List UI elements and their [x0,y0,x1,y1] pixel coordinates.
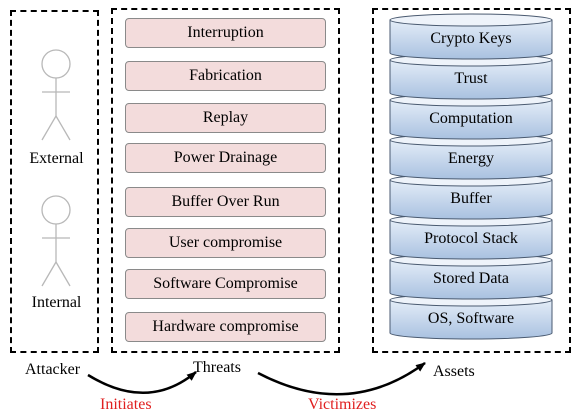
victimizes-arrow [257,361,426,396]
threat-fabrication: Fabrication [125,61,326,91]
asset-label: Computation [429,110,513,127]
initiates-arrow [87,371,197,394]
attacker-panel: External Internal [10,10,99,353]
asset-disk-trust: Trust [389,53,553,100]
threat-interruption: Interruption [125,18,326,48]
asset-label: Trust [454,70,488,87]
threat-software-compromise: Software Compromise [125,269,326,299]
threat-buffer-over-run: Buffer Over Run [125,187,326,217]
threat-replay: Replay [125,103,326,133]
assets-panel: OS, Software Stored Data Protocol Stack Buf… [372,8,571,353]
asset-label: Buffer [450,190,492,207]
threats-label: Threats [193,359,241,376]
internal-actor-icon [41,195,71,287]
asset-disk-energy: Energy [389,133,553,180]
asset-disk-computation: Computation [389,93,553,140]
asset-label: Stored Data [433,270,509,287]
asset-label: Protocol Stack [424,230,518,247]
assets-label: Assets [433,363,475,380]
threats-panel: Interruption Fabrication Replay Power Dr… [111,8,340,353]
asset-label: OS, Software [428,310,514,327]
victimizes-label: Victimizes [308,396,377,413]
attacker-label: Attacker [25,361,81,378]
asset-disk-os-software: OS, Software [389,293,553,340]
asset-disk-protocol-stack: Protocol Stack [389,213,553,260]
asset-stack: OS, Software Stored Data Protocol Stack Buf… [389,13,553,340]
asset-label: Crypto Keys [430,30,511,47]
threat-power-drainage: Power Drainage [125,143,326,173]
asset-disk-crypto-keys: Crypto Keys [389,13,553,60]
asset-disk-stored-data: Stored Data [389,253,553,300]
initiates-label: Initiates [100,396,152,413]
threat-hardware-compromise: Hardware compromise [125,312,326,342]
external-actor-icon [41,49,71,141]
actor-label-external: External [29,150,84,167]
asset-disk-buffer: Buffer [389,173,553,220]
threat-user-compromise: User compromise [125,228,326,258]
actor-label-internal: Internal [31,294,82,311]
asset-label: Energy [448,150,494,167]
